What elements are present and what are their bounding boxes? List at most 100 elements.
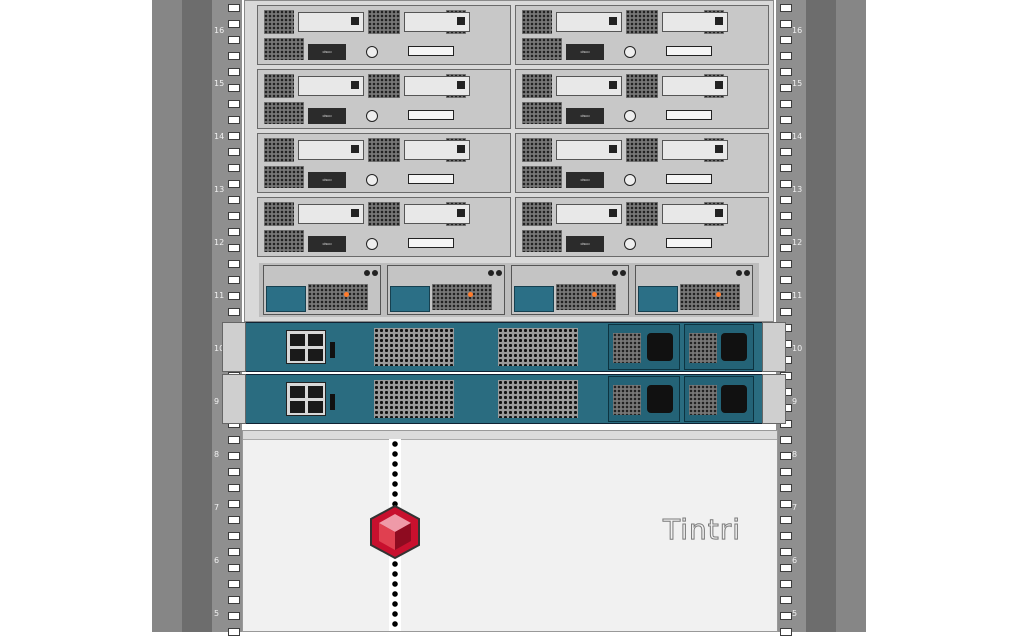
- rack-left-post-inner: [182, 0, 212, 632]
- psu-vent: [613, 385, 641, 415]
- tintri-logo-icon: [370, 504, 420, 560]
- console-port: [408, 46, 454, 56]
- blade-vent: [264, 202, 294, 226]
- blade-server: cisco: [257, 69, 511, 129]
- psu-vent: [432, 284, 492, 310]
- unit-number-right: 7: [792, 503, 798, 512]
- blade-vent: [522, 38, 562, 60]
- rack-right-post-inner: [806, 0, 836, 632]
- cisco-tag: cisco: [308, 172, 346, 188]
- drive-latch-icon: [351, 17, 359, 25]
- unit-number-right: 9: [792, 397, 798, 406]
- drive-bay: [404, 12, 470, 32]
- fi-power-supply: [684, 324, 754, 370]
- psu-teal-panel: [390, 286, 430, 312]
- psu-latch-icon: [620, 270, 626, 276]
- rail-hole: [228, 276, 240, 284]
- rail-hole: [780, 276, 792, 284]
- rail-hole: [228, 116, 240, 124]
- rail-hole: [228, 84, 240, 92]
- rail-hole: [228, 468, 240, 476]
- power-button-icon: [624, 46, 636, 58]
- rail-hole: [780, 68, 792, 76]
- rail-hole: [780, 628, 792, 636]
- rail-hole: [228, 580, 240, 588]
- console-port: [408, 238, 454, 248]
- drive-latch-icon: [609, 145, 617, 153]
- cisco-tag: cisco: [566, 44, 604, 60]
- rail-hole: [780, 132, 792, 140]
- rail-hole: [228, 52, 240, 60]
- fi-power-supply: [608, 324, 680, 370]
- drive-bay: [662, 140, 728, 160]
- unit-number-left: 15: [214, 79, 225, 88]
- drive-latch-icon: [351, 209, 359, 217]
- blade-vent: [626, 202, 658, 226]
- unit-number-left: 7: [214, 503, 220, 512]
- rail-hole: [228, 532, 240, 540]
- blade-vent: [522, 230, 562, 252]
- psu-latch-icon: [736, 270, 742, 276]
- rail-hole: [780, 212, 792, 220]
- power-button-icon: [624, 110, 636, 122]
- blade-vent: [264, 74, 294, 98]
- console-port: [408, 174, 454, 184]
- rail-hole: [228, 228, 240, 236]
- blade-vent: [522, 202, 552, 226]
- drive-latch-icon: [457, 145, 465, 153]
- rail-hole: [228, 596, 240, 604]
- rail-hole: [780, 596, 792, 604]
- drive-latch-icon: [609, 209, 617, 217]
- blade-vent: [626, 10, 658, 34]
- psu-latch-icon: [612, 270, 618, 276]
- ethernet-port-icon: [290, 401, 305, 413]
- rail-hole: [228, 484, 240, 492]
- power-button-icon: [366, 110, 378, 122]
- unit-number-left: 14: [214, 132, 225, 141]
- chassis-psu-bay: [387, 265, 505, 315]
- rail-hole: [228, 260, 240, 268]
- rail-hole: [780, 580, 792, 588]
- ac-power-inlet-icon: [721, 385, 747, 413]
- rail-hole: [780, 516, 792, 524]
- unit-number-left: 11: [214, 291, 225, 300]
- psu-status-led-icon: [592, 292, 597, 297]
- psu-teal-panel: [514, 286, 554, 312]
- blade-server: cisco: [515, 197, 769, 257]
- blade-server: cisco: [257, 133, 511, 193]
- unit-number-right: 15: [792, 79, 803, 88]
- console-port: [666, 110, 712, 120]
- drive-latch-icon: [609, 81, 617, 89]
- drive-bay: [556, 204, 622, 224]
- drive-bay: [662, 76, 728, 96]
- power-button-icon: [366, 46, 378, 58]
- rail-hole: [228, 612, 240, 620]
- psu-teal-panel: [266, 286, 306, 312]
- rail-hole: [780, 260, 792, 268]
- rail-hole: [228, 4, 240, 12]
- psu-teal-panel: [638, 286, 678, 312]
- ethernet-port-icon: [308, 349, 323, 361]
- ethernet-port-icon: [308, 334, 323, 346]
- drive-latch-icon: [457, 209, 465, 217]
- blade-vent: [264, 10, 294, 34]
- rail-hole: [780, 196, 792, 204]
- psu-latch-icon: [488, 270, 494, 276]
- rail-hole: [780, 308, 792, 316]
- drive-bay: [662, 204, 728, 224]
- console-port: [666, 238, 712, 248]
- rail-hole: [228, 100, 240, 108]
- rail-hole: [780, 420, 792, 428]
- rail-hole: [780, 244, 792, 252]
- rail-hole: [228, 308, 240, 316]
- blade-server: cisco: [257, 5, 511, 65]
- rail-hole: [780, 612, 792, 620]
- unit-number-left: 13: [214, 185, 225, 194]
- rail-hole: [780, 468, 792, 476]
- rail-hole: [780, 500, 792, 508]
- blade-vent: [522, 10, 552, 34]
- fi-usb-port-icon: [330, 342, 335, 358]
- blade-vent: [522, 138, 552, 162]
- console-port: [666, 174, 712, 184]
- blade-vent: [264, 166, 304, 188]
